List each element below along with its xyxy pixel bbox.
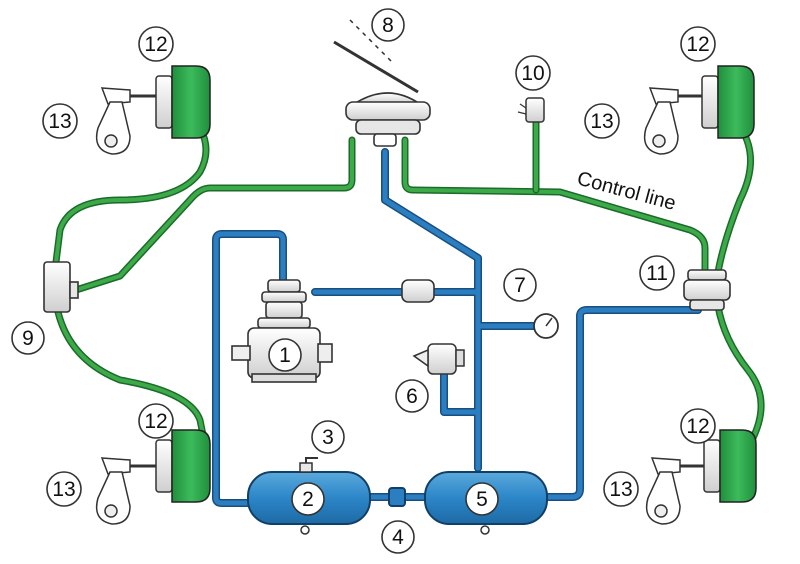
brake-chamber-right-upper — [701, 65, 755, 139]
callouts: 1 2 3 4 5 6 7 8 — [11, 8, 716, 554]
stop-light-switch — [517, 97, 545, 123]
callout-2: 2 — [291, 482, 325, 516]
relay-valve-right — [683, 269, 731, 311]
brake-chamber-left-upper — [155, 65, 211, 139]
check-valve — [388, 487, 406, 507]
callout-9-text: 9 — [22, 327, 34, 350]
air-compressor — [231, 279, 333, 383]
callout-12-right-lower: 12 — [680, 408, 716, 444]
relay-valve-left — [43, 261, 79, 313]
foot-valve — [333, 19, 431, 147]
callout-12b-text: 12 — [686, 33, 709, 56]
callout-1-text: 1 — [279, 344, 291, 367]
callout-7-text: 7 — [514, 274, 526, 297]
governor — [401, 279, 435, 303]
callout-8-text: 8 — [382, 14, 394, 37]
slack-adjuster-left-lower — [95, 457, 156, 525]
callout-11: 11 — [639, 255, 675, 291]
slack-adjuster-right-upper — [643, 87, 702, 155]
callout-13d-text: 13 — [609, 478, 632, 501]
callout-10-text: 10 — [521, 62, 544, 85]
callout-3-text: 3 — [322, 426, 334, 449]
callout-13-right-lower: 13 — [603, 471, 639, 507]
pressure-gauge — [533, 313, 559, 339]
callout-1: 1 — [268, 338, 302, 372]
callout-12d-text: 12 — [686, 415, 709, 438]
callout-12-left-upper: 12 — [138, 26, 174, 62]
callout-6-text: 6 — [406, 385, 418, 408]
callout-2-text: 2 — [302, 488, 314, 511]
callout-12c-text: 12 — [144, 410, 167, 433]
slack-adjuster-left-upper — [95, 87, 156, 155]
safety-valve — [412, 343, 465, 375]
callout-4: 4 — [381, 520, 415, 554]
callout-5: 5 — [465, 482, 499, 516]
callout-13a-text: 13 — [48, 110, 71, 133]
callout-13-left-upper: 13 — [42, 103, 78, 139]
callout-13c-text: 13 — [52, 478, 75, 501]
callout-13b-text: 13 — [590, 110, 613, 133]
callout-7: 7 — [503, 268, 537, 302]
callout-9: 9 — [11, 321, 45, 355]
callout-12a-text: 12 — [144, 33, 167, 56]
callout-11-text: 11 — [646, 262, 668, 285]
supply-lines — [212, 148, 702, 507]
callout-12-left-lower: 12 — [138, 403, 174, 439]
callout-10: 10 — [515, 55, 551, 91]
callout-8: 8 — [371, 8, 405, 42]
brake-chamber-right-lower — [703, 429, 757, 503]
callout-13-right-upper: 13 — [584, 103, 620, 139]
brake-chamber-left-lower — [155, 429, 211, 503]
callout-4-text: 4 — [392, 526, 404, 549]
callout-12-right-upper: 12 — [680, 26, 716, 62]
control-lines — [52, 116, 765, 449]
slack-adjuster-right-lower — [645, 457, 704, 525]
callout-3: 3 — [311, 420, 345, 454]
callout-5-text: 5 — [476, 488, 488, 511]
callout-6: 6 — [395, 379, 429, 413]
callout-13-left-lower: 13 — [46, 471, 82, 507]
